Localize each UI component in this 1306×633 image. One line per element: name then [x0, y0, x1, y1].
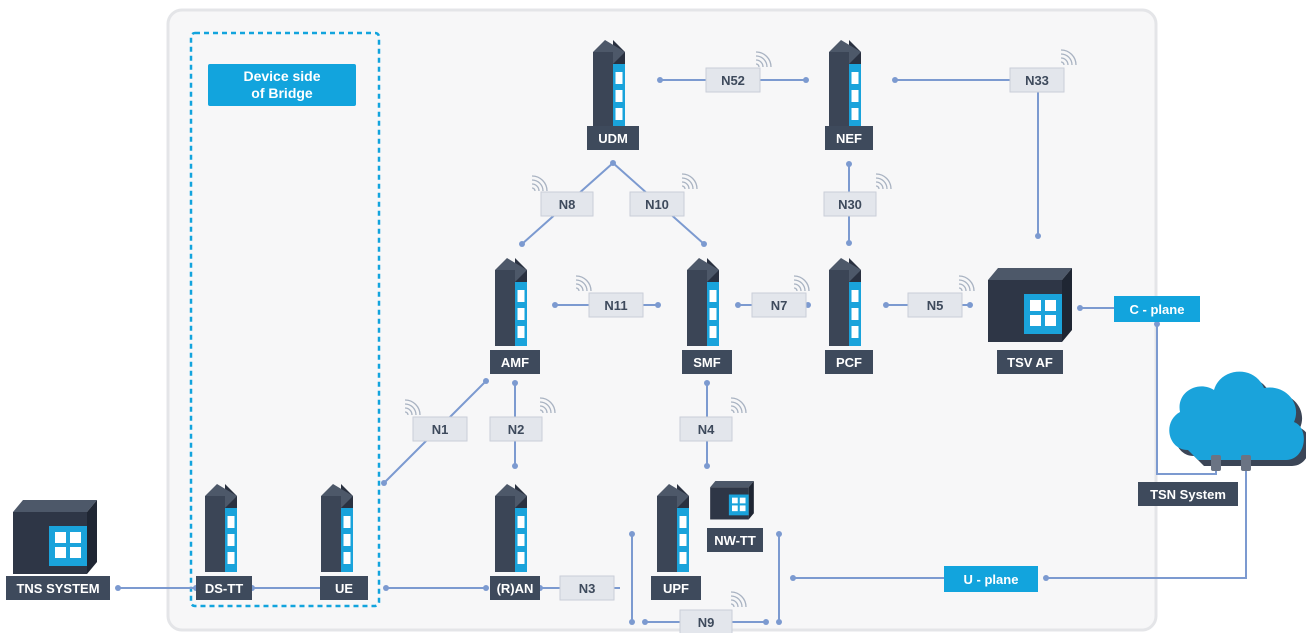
smf-label-box — [682, 350, 732, 374]
c-plane-box — [1114, 296, 1200, 322]
iface-n33: N33 — [1025, 73, 1049, 88]
amf-server-icon — [495, 258, 527, 346]
pcf-server-icon — [829, 258, 861, 346]
upf-server-icon — [657, 484, 689, 572]
u-plane-box — [944, 566, 1038, 592]
iface-n2: N2 — [508, 422, 525, 437]
device-side-label-line2: of Bridge — [251, 85, 313, 101]
amf-label-box — [490, 350, 540, 374]
tns-system-cube-icon — [13, 500, 97, 574]
ue-server-icon — [321, 484, 353, 572]
interface-labels: N52 N33 N8 N10 N30 N11 N7 N5 N1 N2 N4 N3… — [412, 67, 1065, 633]
device-side-boundary — [189, 31, 381, 608]
smf-server-icon — [687, 258, 719, 346]
iface-n52: N52 — [721, 73, 745, 88]
smf-label: SMF — [693, 355, 721, 370]
ue-label: UE — [335, 581, 353, 596]
ran-label: (R)AN — [497, 581, 534, 596]
nw-tt-cube-icon — [710, 481, 754, 520]
iface-n5: N5 — [927, 298, 944, 313]
iface-n11: N11 — [604, 298, 627, 313]
amf-label: AMF — [501, 355, 529, 370]
pcf-label-box — [825, 350, 873, 374]
connectors — [115, 77, 1247, 625]
nef-label-box — [825, 126, 873, 150]
iface-n30: N30 — [838, 197, 862, 212]
iface-n1: N1 — [432, 422, 449, 437]
pcf-label: PCF — [836, 355, 862, 370]
ds-tt-label: DS-TT — [205, 581, 243, 596]
udm-label-box — [587, 126, 639, 150]
c-plane-label: C - plane — [1130, 302, 1185, 317]
ran-server-icon — [495, 484, 527, 572]
ds-tt-label-box — [196, 576, 252, 600]
iface-n9: N9 — [698, 615, 715, 630]
nef-label: NEF — [836, 131, 862, 146]
udm-label: UDM — [598, 131, 628, 146]
tsn-system-label-box — [1138, 482, 1238, 506]
iface-n7: N7 — [771, 298, 788, 313]
nw-tt-label-box — [707, 528, 763, 552]
tsv-af-label: TSV AF — [1007, 355, 1053, 370]
upf-label: UPF — [663, 581, 689, 596]
ran-label-box — [490, 576, 540, 600]
ue-label-box — [320, 576, 368, 600]
iface-n8: N8 — [559, 197, 576, 212]
udm-server-icon — [593, 40, 625, 128]
ds-tt-server-icon — [205, 484, 237, 572]
tsn-system-label: TSN System — [1150, 487, 1226, 502]
iface-n10: N10 — [645, 197, 669, 212]
device-side-label-line1: Device side — [243, 68, 320, 84]
iface-n4: N4 — [698, 422, 715, 437]
nef-server-icon — [829, 40, 861, 128]
tsv-af-label-box — [997, 350, 1063, 374]
tns-system-label-box — [6, 576, 110, 600]
tns-system-label: TNS SYSTEM — [16, 581, 99, 596]
iface-n3: N3 — [579, 581, 596, 596]
tsv-af-cube-icon — [988, 268, 1072, 342]
nw-tt-label: NW-TT — [714, 533, 756, 548]
cloud-icon — [1169, 371, 1306, 471]
u-plane-label: U - plane — [964, 572, 1019, 587]
device-side-label-box — [208, 64, 356, 106]
upf-label-box — [651, 576, 701, 600]
